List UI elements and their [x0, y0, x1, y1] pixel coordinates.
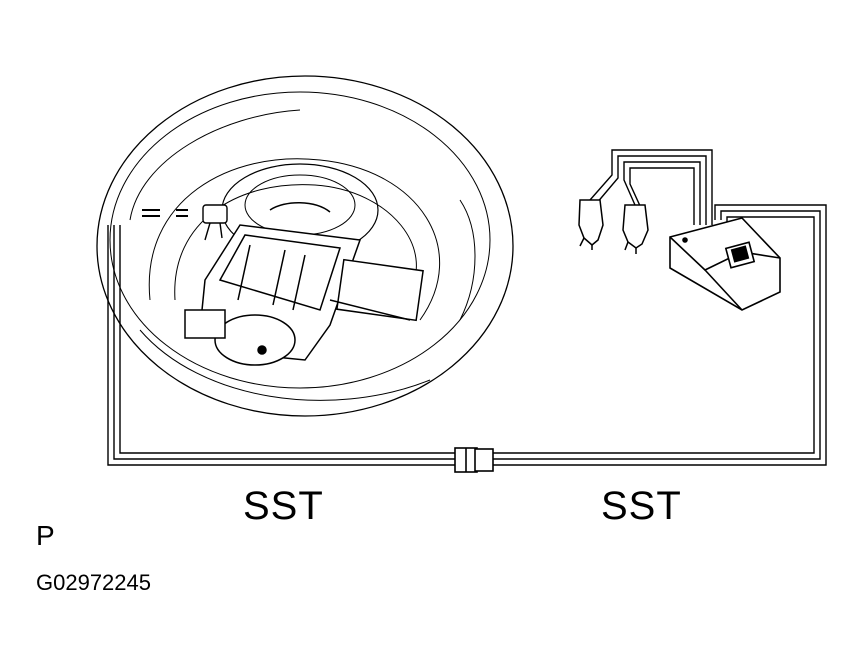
figure-code: G02972245: [36, 570, 151, 595]
spare-tire: [96, 75, 514, 417]
sst-label-left: SST: [243, 484, 324, 528]
harness-connector: [454, 447, 494, 473]
sst-test-box: [669, 217, 781, 311]
tire-connector: [142, 204, 228, 241]
sst-label-right: SST: [601, 484, 682, 528]
test-leads: [589, 149, 713, 225]
lead-terminals: [578, 199, 649, 254]
airbag-assembly: [184, 224, 424, 366]
view-letter: P: [36, 520, 55, 551]
sst-harness: [107, 204, 827, 466]
